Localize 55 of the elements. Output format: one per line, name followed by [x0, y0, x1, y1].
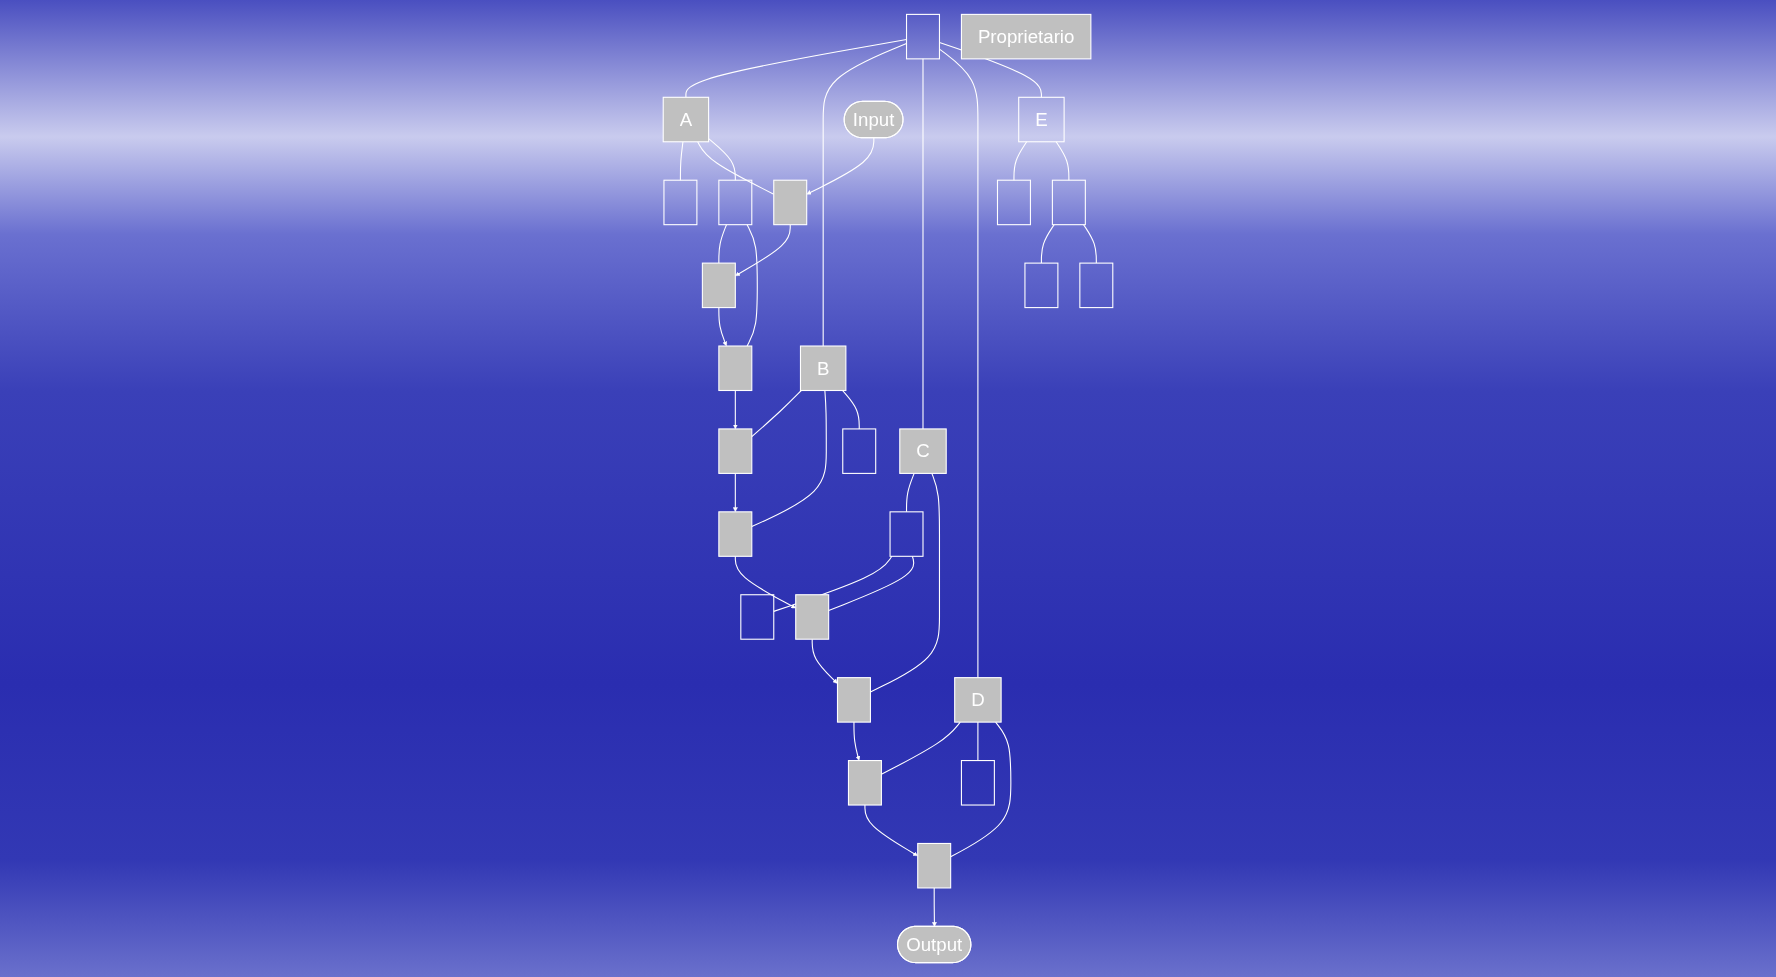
node-box: [960, 760, 995, 806]
node-box: A: [662, 96, 710, 143]
arrow: [734, 555, 796, 609]
connector: [841, 389, 860, 430]
arrow: [932, 887, 937, 927]
node-box: C: [899, 428, 947, 474]
connector: [708, 138, 736, 181]
arrow: [806, 137, 875, 195]
connector: [1040, 224, 1055, 264]
connector: [679, 141, 684, 181]
node-box: [1024, 262, 1059, 309]
connector: [822, 42, 908, 347]
connector: [746, 224, 758, 347]
connector: [718, 224, 728, 264]
node-box: [842, 428, 877, 474]
connector: [950, 721, 1012, 858]
arrow: [811, 638, 838, 684]
node-box: [795, 594, 830, 640]
connector: [977, 721, 979, 762]
connector: [685, 38, 908, 98]
node-box: [718, 511, 753, 557]
connector: [1013, 141, 1028, 181]
connector: [938, 48, 979, 679]
arrow: [732, 389, 738, 430]
connector: [751, 389, 827, 528]
node-box: B: [799, 345, 847, 392]
node-box: [847, 760, 882, 806]
connector: [906, 472, 915, 513]
node-box: [1051, 179, 1086, 226]
node-box: [663, 179, 698, 226]
node-box: E: [1018, 96, 1065, 143]
node-box: [718, 179, 753, 226]
node-box: [701, 262, 736, 309]
node-box: [836, 677, 871, 723]
node-box: [906, 13, 940, 60]
node-box: D: [954, 677, 1002, 723]
connector: [828, 555, 915, 612]
node-box: [996, 179, 1031, 226]
node-box: [773, 179, 808, 226]
node-box: [718, 428, 753, 474]
connector: [751, 389, 802, 438]
arrow: [718, 307, 728, 347]
node-box: Proprietario: [960, 13, 1092, 60]
arrow: [864, 804, 918, 857]
arrow: [735, 224, 791, 276]
node-box: [917, 842, 952, 889]
arrow: [732, 472, 738, 513]
node-box: [740, 594, 775, 640]
node-box: [718, 345, 753, 392]
connector: [1055, 141, 1070, 181]
connector: [1083, 224, 1097, 264]
node-box: [889, 511, 924, 557]
connector: [922, 58, 924, 430]
arrow: [853, 721, 861, 761]
node-box: [1079, 262, 1114, 309]
